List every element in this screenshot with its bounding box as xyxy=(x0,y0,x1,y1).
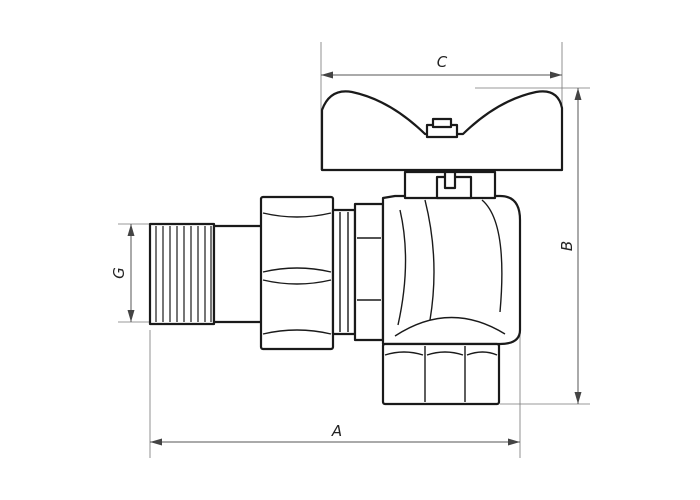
union-collar xyxy=(331,202,385,342)
valve-body xyxy=(381,194,522,346)
dimension-a-label: A xyxy=(331,422,342,440)
threaded-male-end xyxy=(148,222,216,326)
dimension-g-label: G xyxy=(110,267,128,279)
butterfly-handle xyxy=(320,90,564,172)
pipe-neck xyxy=(212,224,264,324)
union-hex-nut xyxy=(259,195,335,351)
dimension-c: C xyxy=(321,53,562,79)
dimension-b-label: B xyxy=(558,241,576,251)
dimension-g: G xyxy=(110,224,135,322)
valve-stem xyxy=(403,170,497,200)
dimension-c-label: C xyxy=(437,53,448,71)
dimension-a: A xyxy=(150,422,520,446)
dimension-b: B xyxy=(558,88,582,404)
female-hex-outlet xyxy=(381,342,501,406)
